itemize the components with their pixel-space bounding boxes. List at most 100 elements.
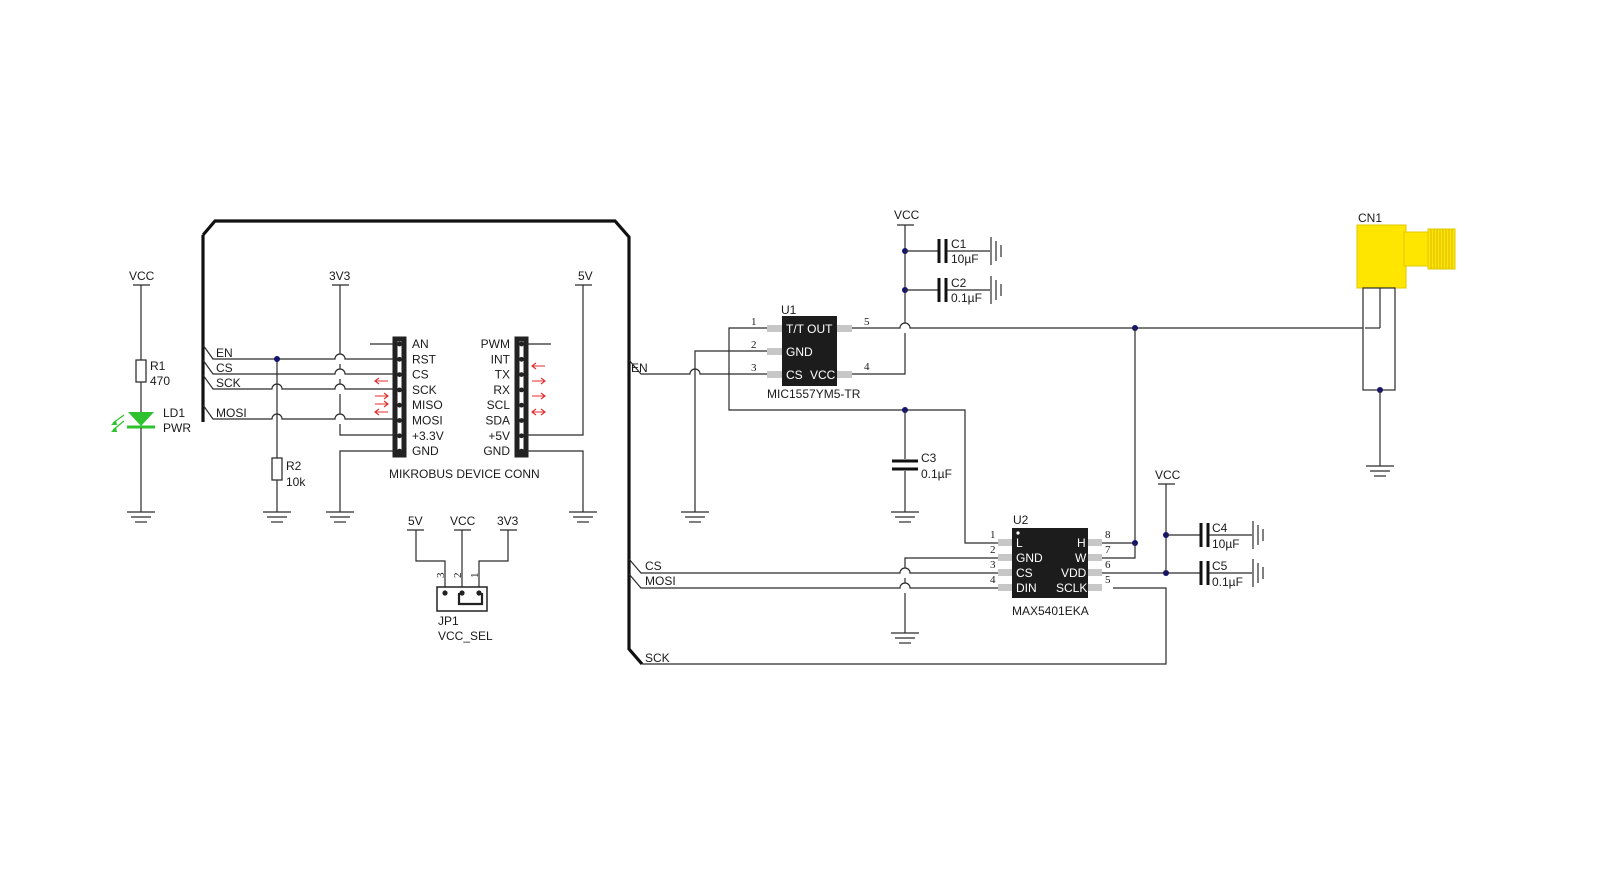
led-power-circuit: VCC R1 470 LD1 PWR <box>111 269 191 523</box>
jp1-ref: JP1 <box>438 614 459 628</box>
decoupling-c1-c2: VCC C1 10µF C2 0.1µF <box>894 208 1002 305</box>
c2-ref: C2 <box>951 276 967 290</box>
resistor-r1 <box>135 359 147 383</box>
u2-pin-gnd: GND <box>1016 551 1043 565</box>
jp1-net-vcc: VCC <box>450 514 476 528</box>
header-pin <box>519 341 524 347</box>
ground-icon <box>569 511 597 523</box>
c5-value: 0.1µF <box>1212 575 1243 589</box>
c4-ref: C4 <box>1212 521 1228 535</box>
u2-pin-number-3: 3 <box>990 559 996 571</box>
u2-pin-l: L <box>1016 536 1023 550</box>
net-label-cs: CS <box>216 361 233 375</box>
c2-value: 0.1µF <box>951 291 982 305</box>
c1-value: 10µF <box>951 252 979 266</box>
u2-net-vcc: VCC <box>1155 468 1181 482</box>
net-label-en: EN <box>216 346 233 360</box>
u2-pin-number-7: 7 <box>1105 544 1111 556</box>
ground-icon <box>1366 465 1394 477</box>
header-pin <box>519 418 524 423</box>
led-ld1-icon <box>111 412 155 432</box>
u1-pin-number-1: 1 <box>751 316 757 328</box>
r2-value: 10k <box>286 475 306 489</box>
r1-ref: R1 <box>150 359 166 373</box>
ground-icon <box>891 632 919 644</box>
ground-icon <box>681 511 709 523</box>
mikrobus-left-wiring: EN CS SCK MOSI R2 10k 3V3 <box>202 269 597 523</box>
u2-net-cs: CS <box>645 559 662 573</box>
header-pin <box>519 402 524 408</box>
mikrobus-right-pin-label: GND <box>483 444 510 458</box>
u2-pin-sclk: SCLK <box>1056 581 1087 595</box>
u2-pin-number-6: 6 <box>1105 559 1111 571</box>
jp1-net-5v: 5V <box>408 514 423 528</box>
u1-pin-number-3: 3 <box>751 362 757 374</box>
u2-part-number: MAX5401EKA <box>1012 604 1089 618</box>
u2-pin-din: DIN <box>1016 581 1037 595</box>
header-pin <box>519 387 524 393</box>
u2-pin-w: W <box>1075 551 1087 565</box>
sma-connector-cn1: CN1 <box>1356 211 1456 477</box>
u2-pin-number-5: 5 <box>1105 574 1111 586</box>
mikrobus-right-pin-label: PWM <box>481 337 510 351</box>
header-pin <box>397 341 402 347</box>
u2-pin-number-4: 4 <box>990 574 996 586</box>
c4-value: 10µF <box>1212 537 1240 551</box>
ld1-value: PWR <box>163 421 191 435</box>
mikrobus-right-pin-label: TX <box>495 368 510 382</box>
u1-pin-gnd: GND <box>786 345 813 359</box>
u2-ref: U2 <box>1013 513 1029 527</box>
u2-pin-number-1: 1 <box>990 529 996 541</box>
u1-net-en: EN <box>631 361 648 375</box>
mikrobus-left-pin-label: RST <box>412 352 437 366</box>
u1-pin-tt-out: T/T OUT <box>786 322 833 336</box>
u2-chip <box>1012 528 1088 598</box>
c5-ref: C5 <box>1212 559 1228 573</box>
u2-pin-h: H <box>1077 536 1086 550</box>
header-pin <box>519 356 524 362</box>
u2-net-sck: SCK <box>645 651 670 665</box>
header-pin <box>519 372 524 377</box>
u2-pin-vdd: VDD <box>1061 566 1087 580</box>
jp1-pin-1: 1 <box>469 573 481 579</box>
mikrobus-right-pin-label: SDA <box>485 414 510 428</box>
mikrobus-left-pin-label: MISO <box>412 398 443 412</box>
u1-net-vcc: VCC <box>894 208 920 222</box>
c3-ref: C3 <box>921 451 937 465</box>
header-pin <box>397 418 402 423</box>
jp1-value: VCC_SEL <box>438 629 493 643</box>
mikrobus-left-pin-label: GND <box>412 444 439 458</box>
header-pin <box>397 387 402 393</box>
header-pin <box>397 356 402 362</box>
mikrobus-right-pin-label: +5V <box>488 429 510 443</box>
net-label-3v3: 3V3 <box>329 269 351 283</box>
mikrobus-left-pin-label: MOSI <box>412 414 443 428</box>
ic-u1: EN U1 T/T OUT GND CS VCC 1 2 3 5 4 MIC15… <box>628 225 1365 544</box>
ground-icon <box>891 511 919 523</box>
ground-icon <box>1252 521 1264 549</box>
signal-direction-arrows <box>374 362 546 416</box>
ground-icon <box>263 511 291 523</box>
ground-icon <box>990 237 1002 265</box>
mikrobus-right-pin-label: INT <box>491 352 511 366</box>
net-label-5v: 5V <box>578 269 593 283</box>
ground-icon <box>1252 559 1264 587</box>
r1-value: 470 <box>150 374 170 388</box>
mikrobus-title: MIKROBUS DEVICE CONN <box>389 467 540 481</box>
ground-icon <box>326 511 354 523</box>
header-pin <box>397 448 402 454</box>
mikrobus-left-pin-label: +3.3V <box>412 429 444 443</box>
mikrobus-right-pin-label: SCL <box>487 398 511 412</box>
header-pin <box>397 402 402 408</box>
capacitor-c3: C3 0.1µF <box>891 407 952 523</box>
mikrobus-left-pin-label: CS <box>412 368 429 382</box>
u1-pin-number-4: 4 <box>864 361 870 373</box>
u1-ref: U1 <box>781 303 797 317</box>
ground-icon <box>127 511 155 523</box>
u1-part-number: MIC1557YM5-TR <box>767 387 861 401</box>
ground-icon <box>990 276 1002 304</box>
resistor-r2 <box>271 457 283 481</box>
